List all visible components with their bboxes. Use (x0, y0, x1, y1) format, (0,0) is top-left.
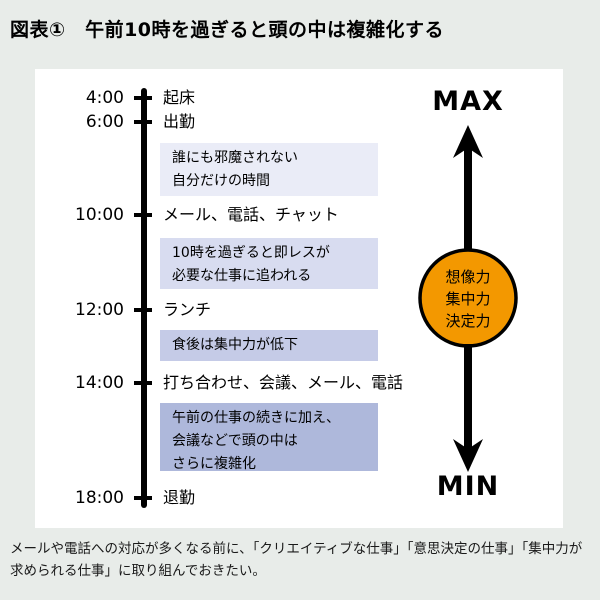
time-label: 14:00 (75, 373, 124, 393)
time-label: 10:00 (75, 205, 124, 225)
tick-mark (134, 381, 152, 385)
ability-label-imagination: 想像力 (445, 268, 491, 286)
caption-text: メールや電話への対応が多くなる前に、「クリエイティブな仕事」「意思決定の仕事」「… (10, 541, 583, 579)
note-box-instant-reply: 10時を過ぎると即レスが 必要な仕事に追われる (160, 238, 378, 289)
chart-panel: 4:00 6:00 10:00 12:00 14:00 18:00 起床 出勤 … (35, 69, 563, 528)
arrow-up-icon (453, 125, 483, 158)
time-label: 18:00 (75, 488, 124, 508)
ability-label-concentration: 集中力 (445, 290, 491, 308)
time-label: 4:00 (85, 88, 124, 108)
time-label: 12:00 (75, 300, 124, 320)
arrow-down-shaft (464, 344, 472, 452)
timeline-axis (141, 88, 147, 508)
figure-title: 図表① 午前10時を過ぎると頭の中は複雑化する (10, 19, 445, 41)
activity-label: 起床 (163, 88, 196, 107)
arrow-up-shaft (464, 145, 472, 253)
activity-label: ランチ (163, 300, 212, 319)
tick-mark (134, 496, 152, 500)
note-box-afternoon-chaos: 午前の仕事の続きに加え、 会議などで頭の中は さらに複雑化 (160, 403, 378, 472)
activity-label: 退勤 (163, 488, 196, 507)
activity-label: メール、電話、チャット (163, 205, 339, 224)
tick-mark (134, 120, 152, 124)
arrow-down-icon (453, 439, 483, 472)
tick-mark (134, 96, 152, 100)
gauge-graphic (418, 125, 518, 472)
time-label: 6:00 (85, 112, 124, 132)
note-box-morning-quiet: 誰にも邪魔されない 自分だけの時間 (160, 143, 378, 196)
note-box-after-lunch: 食後は集中力が低下 (160, 330, 378, 361)
activity-label: 出勤 (163, 112, 196, 131)
ability-label-decision: 決定力 (445, 312, 491, 330)
tick-mark (134, 213, 152, 217)
min-label: MIN (436, 471, 500, 502)
activity-label: 打ち合わせ、会議、メール、電話 (163, 373, 404, 392)
tick-mark (134, 308, 152, 312)
ability-labels: 想像力 集中力 決定力 (418, 266, 518, 332)
max-label: MAX (432, 86, 504, 117)
